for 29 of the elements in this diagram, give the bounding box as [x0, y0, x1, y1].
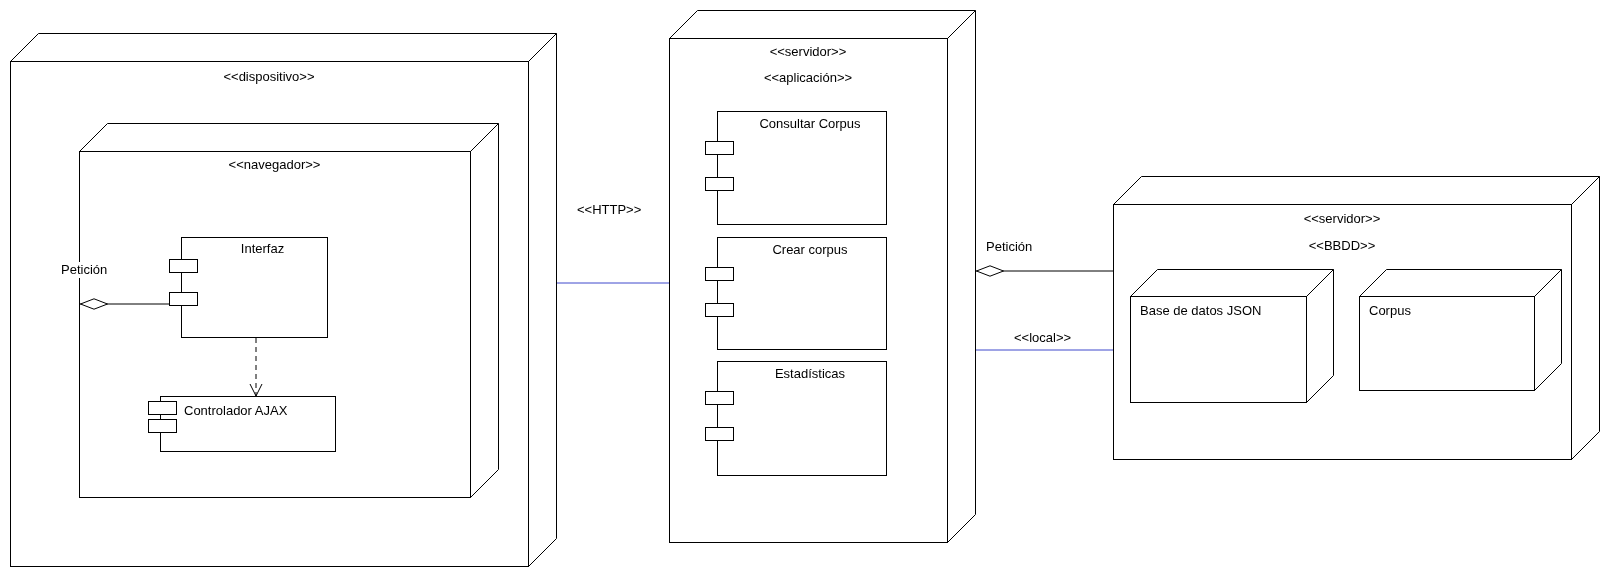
- stereotype-label: <<navegador>>: [228, 157, 321, 173]
- stereotype-label: Base de datos JSON: [1140, 303, 1262, 319]
- stereotype-label: <<BBDD>>: [1308, 238, 1376, 254]
- component-box: [705, 237, 887, 350]
- stereotype-label: <<dispositivo>>: [223, 69, 315, 85]
- component-name: Crear corpus: [772, 242, 848, 258]
- component-name: Interfaz: [240, 241, 285, 257]
- node-box: [1130, 269, 1334, 403]
- component-box: [705, 111, 887, 225]
- component-name: Consultar Corpus: [759, 116, 861, 132]
- node-box: [669, 10, 976, 543]
- connector-line: [556, 282, 670, 284]
- component-name: Estadísticas: [774, 366, 846, 382]
- node-box: [1359, 269, 1562, 391]
- dependency-arrow: [249, 337, 263, 397]
- stereotype-label: Petición: [61, 262, 108, 278]
- interface-connector: [79, 298, 170, 310]
- component-box: [148, 396, 336, 452]
- stereotype-label: <<servidor>>: [769, 44, 847, 60]
- component-box: [169, 237, 328, 338]
- interface-connector: [975, 265, 1114, 277]
- node-box: [10, 33, 557, 567]
- component-box: [705, 361, 887, 476]
- node-box: [1113, 176, 1600, 460]
- connector-line: [975, 349, 1114, 351]
- stereotype-label: <<aplicación>>: [763, 70, 853, 86]
- stereotype-label: <<servidor>>: [1303, 211, 1381, 227]
- stereotype-label: Corpus: [1369, 303, 1411, 319]
- component-name: Controlador AJAX: [184, 403, 288, 419]
